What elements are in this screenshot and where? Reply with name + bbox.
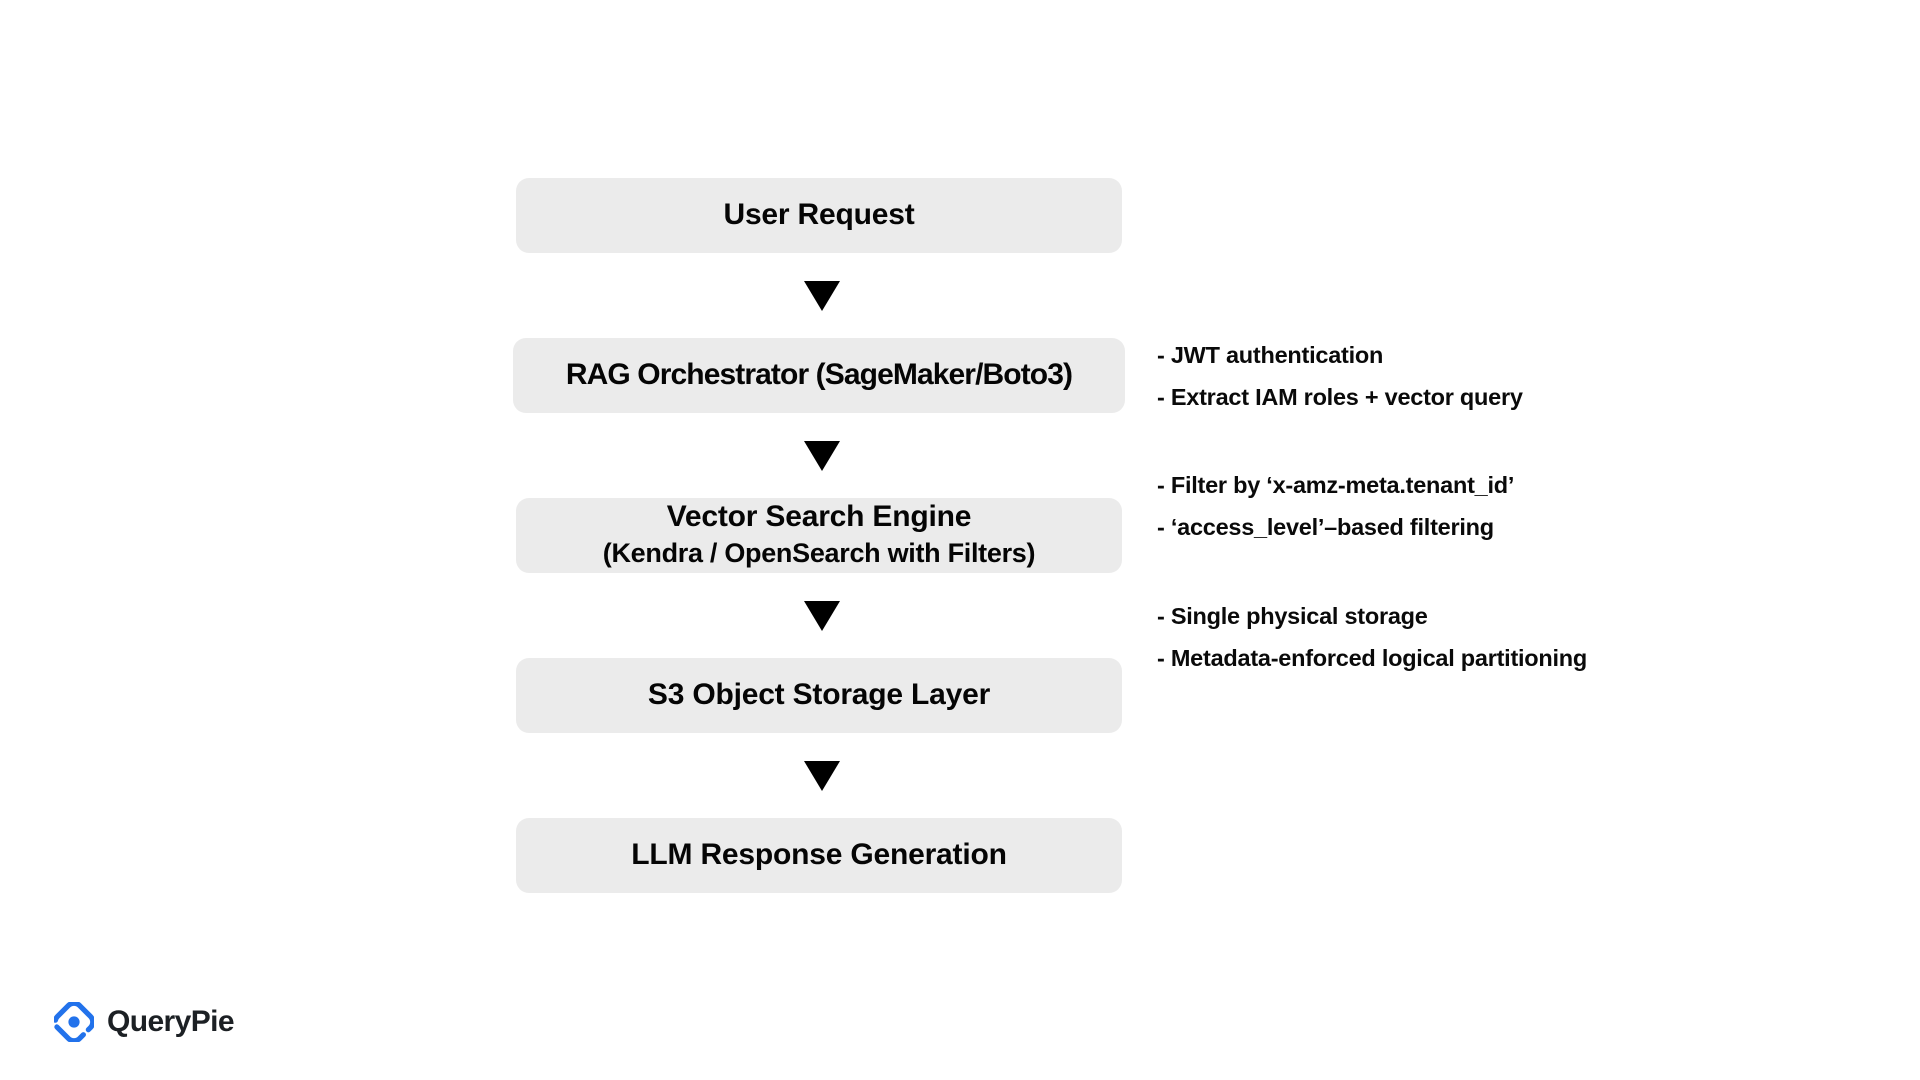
annotation-line: - ‘access_level’–based filtering	[1157, 513, 1494, 540]
flow-node-user-request: User Request	[516, 178, 1122, 253]
flow-node-llm-response: LLM Response Generation	[516, 818, 1122, 893]
triangle-down-icon	[804, 600, 840, 631]
flow-diagram: User Request RAG Orchestrator (SageMaker…	[513, 178, 1128, 893]
querypie-logo: QueryPie	[54, 1002, 235, 1042]
annotation-vector-search: - Filter by ‘x-amz-meta.tenant_id’ - ‘ac…	[1157, 472, 1797, 540]
flow-node-title: S3 Object Storage Layer	[647, 678, 991, 712]
triangle-down-icon	[804, 760, 840, 791]
flow-node-rag-orchestrator: RAG Orchestrator (SageMaker/Boto3)	[513, 338, 1125, 413]
annotation-line: - Metadata-enforced logical partitioning	[1157, 644, 1588, 671]
flow-connector-4	[516, 733, 1128, 818]
flow-node-title: LLM Response Generation	[631, 838, 1007, 872]
annotation-line: - JWT authentication	[1157, 342, 1384, 368]
flow-node-s3-storage: S3 Object Storage Layer	[516, 658, 1122, 733]
flow-node-subtitle: (Kendra / OpenSearch with Filters)	[602, 537, 1036, 568]
flow-node-vector-search: Vector Search Engine (Kendra / OpenSearc…	[516, 498, 1122, 573]
annotation-line: - Extract IAM roles + vector query	[1157, 383, 1523, 410]
querypie-wordmark: QueryPie	[107, 1005, 235, 1038]
annotation-rag-orchestrator: - JWT authentication - Extract IAM roles…	[1157, 342, 1797, 410]
flow-connector-2	[516, 413, 1128, 498]
annotation-line: - Filter by ‘x-amz-meta.tenant_id’	[1157, 472, 1515, 498]
flow-node-title: User Request	[723, 198, 915, 232]
querypie-logo-icon	[54, 1002, 94, 1042]
triangle-down-icon	[804, 440, 840, 471]
triangle-down-icon	[804, 280, 840, 311]
annotation-s3-storage: - Single physical storage - Metadata-enf…	[1157, 603, 1797, 671]
annotation-line: - Single physical storage	[1157, 603, 1428, 629]
flow-connector-3	[516, 573, 1128, 658]
flow-node-title: Vector Search Engine	[666, 500, 972, 534]
flow-connector-1	[516, 253, 1128, 338]
flow-node-title: RAG Orchestrator (SageMaker/Boto3)	[565, 358, 1073, 392]
